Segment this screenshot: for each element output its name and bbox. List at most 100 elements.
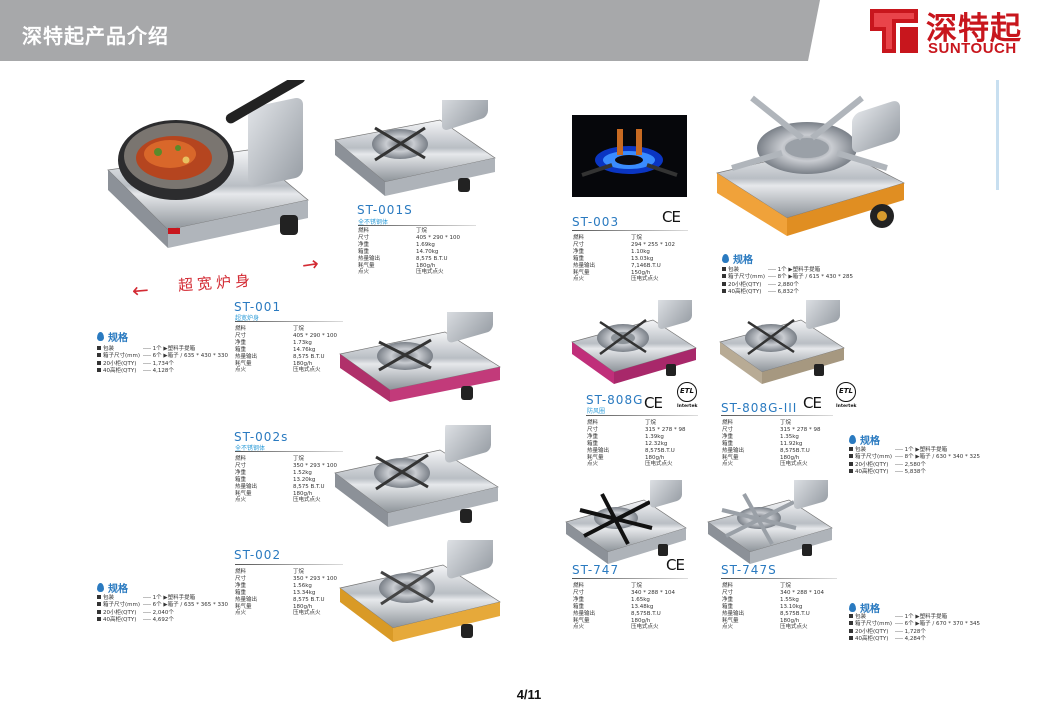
st002s-stove-image — [334, 425, 499, 527]
st003-divider — [572, 230, 688, 231]
spec-key: 净重 — [573, 596, 585, 603]
st001-stove-image — [339, 312, 501, 402]
spec-key: 热量输出 — [722, 610, 745, 617]
spec-key: 热量输出 — [573, 262, 596, 269]
st002s-divider — [235, 451, 343, 452]
pack-key: 包装 — [855, 447, 867, 453]
spec-value: 150g/h — [631, 269, 651, 276]
side-accent-bar — [996, 80, 999, 190]
spec-value: 180g/h — [293, 603, 313, 610]
brand-name-en: SUNTOUCH — [928, 40, 1017, 57]
water-drop-icon — [97, 332, 104, 341]
pack4-title: 规格 — [860, 436, 880, 447]
pack-key: 包装 — [103, 346, 115, 352]
st001s-model: ST-001S — [357, 203, 413, 217]
etl-mark-icon: ETL — [836, 382, 856, 402]
spec-value: 180g/h — [293, 360, 313, 367]
spec-key: 净重 — [358, 241, 370, 248]
spec-value: 丁烷 — [631, 235, 643, 241]
pack-value: ---- 1个 ▶塑料手提箱 — [768, 267, 821, 273]
flame-image — [581, 129, 678, 177]
pack-key: 40高柜(QTY) — [855, 469, 889, 476]
spec-value: 压电式点火 — [293, 610, 321, 617]
st002s-model: ST-002s — [234, 430, 289, 444]
st001s-subtitle: 全不锈钢体 — [358, 219, 389, 226]
st808g3-model: ST-808G-III — [721, 401, 798, 415]
ce-mark-icon: CE — [803, 394, 822, 412]
spec-value: 压电式点火 — [293, 497, 321, 504]
spec-value: 350 * 293 * 100 — [293, 575, 337, 582]
pack-key: 40高柜(QTY) — [855, 636, 889, 643]
spec-value: 7,146B.T.U — [631, 262, 661, 269]
spec-key: 点火 — [235, 367, 247, 374]
spec-key: 箱重 — [573, 255, 585, 262]
spec-value: 315 * 278 * 98 — [645, 426, 686, 433]
spec-key: 点火 — [358, 269, 370, 276]
spec-value: 丁烷 — [780, 420, 792, 426]
spec-value: 8,575 B.T.U — [293, 483, 325, 490]
spec-value: 13.34kg — [293, 589, 316, 596]
page-number: 4/11 — [516, 687, 542, 702]
spec-key: 尺寸 — [573, 589, 585, 596]
st808g3-stove-image — [719, 300, 845, 384]
water-drop-icon — [849, 435, 856, 444]
pack-value: ---- 6,832个 — [768, 289, 799, 296]
pack-key: 箱子尺寸(mm) — [103, 602, 141, 609]
pack-value: ---- 2,580个 — [895, 461, 926, 468]
pack-key: 40高柜(QTY) — [103, 617, 137, 624]
spec-key: 箱重 — [587, 440, 599, 447]
spec-key: 耗气量 — [573, 269, 590, 276]
st808g-subtitle: 防风圈 — [587, 408, 606, 415]
spec-value: 340 * 288 * 104 — [780, 589, 824, 596]
pack-value: ---- 1,734个 — [143, 360, 174, 367]
st747-model: ST-747 — [572, 563, 620, 577]
pack3-title: 规格 — [733, 255, 753, 266]
spec-value: 1.52kg — [293, 469, 312, 476]
spec-key: 热量输出 — [573, 610, 596, 617]
spec-value: 压电式点火 — [645, 461, 673, 468]
st747s-stove-image — [707, 480, 833, 564]
spec-value: 8,575B.T.U — [631, 610, 661, 617]
arrow-left-icon: ← — [130, 277, 150, 303]
pack2-table: 包装---- 1个 ▶塑料手提箱 箱子尺寸(mm)---- 6个 ▶箱子 / 6… — [97, 595, 228, 625]
pack-key: 40高柜(QTY) — [728, 289, 762, 296]
pack-value: ---- 4,692个 — [143, 617, 174, 624]
spec-value: 8,575B.T.U — [645, 447, 675, 454]
pack-value: ---- 6个 ▶箱子 / 635 * 365 * 330 — [143, 602, 229, 609]
spec-key: 净重 — [235, 469, 247, 476]
pack-value: ---- 1个 ▶塑料手提箱 — [895, 614, 948, 620]
pack-value: ---- 8个 ▶箱子 / 615 * 430 * 285 — [768, 274, 854, 281]
spec-key: 热量输出 — [722, 447, 745, 454]
spec-value: 14.76kg — [293, 346, 316, 353]
pack-key: 包装 — [103, 595, 115, 601]
st001s-divider — [358, 225, 476, 226]
st808g-model: ST-808G — [586, 393, 644, 407]
spec-key: 点火 — [587, 461, 599, 468]
spec-key: 净重 — [235, 582, 247, 589]
spec-value: 压电式点火 — [780, 461, 808, 468]
st003-model: ST-003 — [572, 215, 620, 229]
spec-key: 耗气量 — [722, 454, 739, 461]
spec-key: 点火 — [235, 610, 247, 617]
water-drop-icon — [722, 254, 729, 263]
spec-key: 净重 — [722, 596, 734, 603]
spec-key: 燃料 — [722, 583, 734, 589]
pack-key: 20小柜(QTY) — [103, 609, 137, 616]
spec-key: 点火 — [722, 461, 734, 468]
spec-value: 丁烷 — [293, 456, 305, 462]
pack-value: ---- 2,040个 — [143, 609, 174, 616]
spec-value: 丁烷 — [293, 326, 305, 332]
spec-value: 1.56kg — [293, 582, 312, 589]
st003-stove-image — [716, 95, 905, 236]
pack-key: 20小柜(QTY) — [103, 360, 137, 367]
spec-value: 丁烷 — [780, 583, 792, 589]
spec-key: 箱重 — [235, 476, 247, 483]
st747-stove-image — [565, 480, 687, 564]
spec-key: 耗气量 — [235, 603, 252, 610]
page-title: 深特起产品介绍 — [22, 24, 169, 48]
pack3-table: 包装---- 1个 ▶塑料手提箱 箱子尺寸(mm)---- 8个 ▶箱子 / 6… — [722, 267, 853, 297]
pack-key: 箱子尺寸(mm) — [728, 274, 766, 281]
